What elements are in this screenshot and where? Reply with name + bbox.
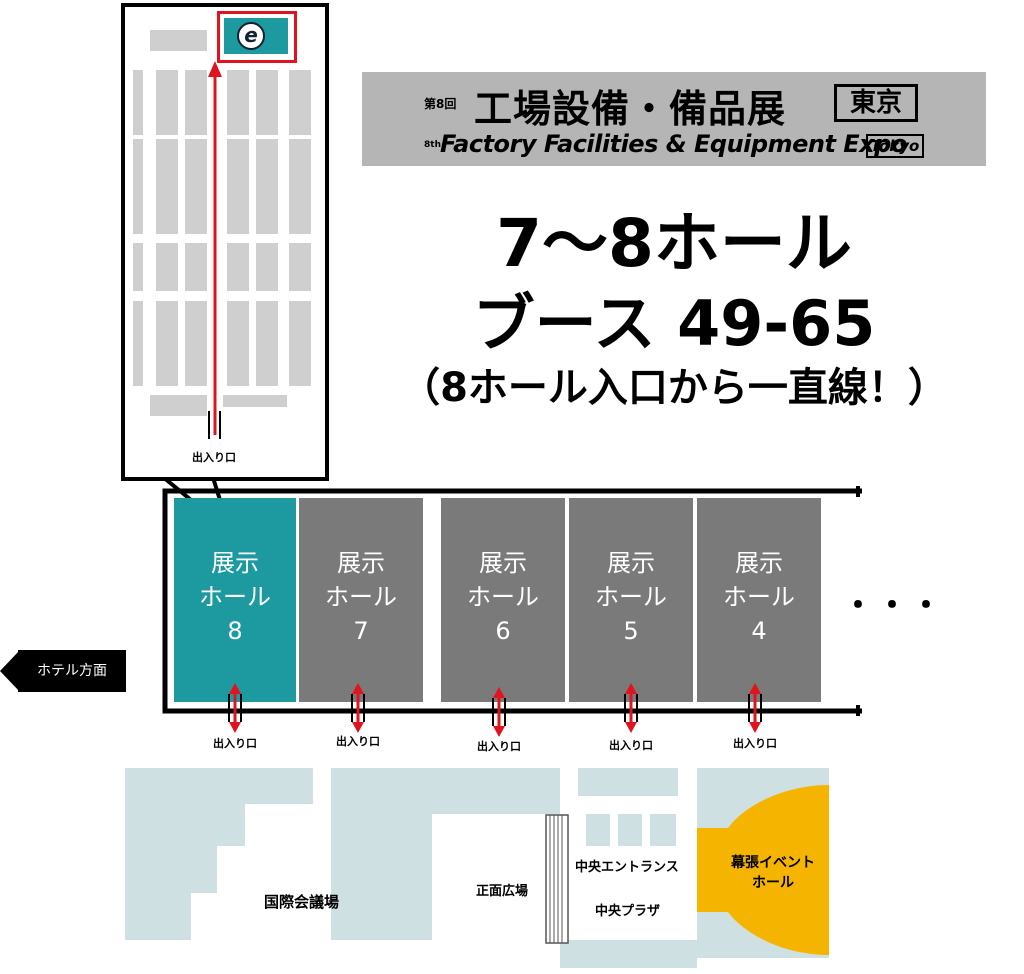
headline-note: （8ホール入口から一直線！） xyxy=(400,365,948,411)
hall-number: 7 xyxy=(353,617,369,645)
more-halls-ellipsis: ・・・ xyxy=(842,586,945,624)
banner-title-jp: 工場設備・備品展 xyxy=(474,87,787,131)
hall-subtitle: ホール xyxy=(723,583,795,611)
hall-number: 8 xyxy=(227,617,243,645)
hall-number: 5 xyxy=(623,617,639,645)
entrance-label-hall-8: 出入り口 xyxy=(213,737,257,750)
hall-number: 6 xyxy=(495,617,511,645)
hall-8[interactable]: 展示 ホール 8 xyxy=(174,498,296,702)
headline-halls: 7〜8ホール xyxy=(496,205,852,282)
banner-edition-jp: 第8回 xyxy=(424,97,457,111)
label-event-hall-line1: 幕張イベント xyxy=(731,855,815,871)
exhibitor-logo-icon: e xyxy=(237,22,265,50)
hall-subtitle: ホール xyxy=(467,583,539,611)
banner-title-en: Factory Facilities & Equipment Expo xyxy=(440,130,907,158)
banner-city-en: Tokyo xyxy=(866,134,924,158)
hall-title: 展示 xyxy=(211,549,259,577)
left-arrow-icon xyxy=(0,650,20,692)
entrance-label-hall-4: 出入り口 xyxy=(733,737,777,750)
hall-title: 展示 xyxy=(607,549,655,577)
hall-4[interactable]: 展示 ホール 4 xyxy=(697,498,821,702)
hall-title: 展示 xyxy=(337,549,385,577)
floorplan-booth-grid xyxy=(133,30,311,439)
banner-edition-en: 8th xyxy=(424,140,441,150)
entrance-label-hall-5: 出入り口 xyxy=(609,739,653,752)
callout-entrance-label: 出入り口 xyxy=(192,451,236,464)
hall-5[interactable]: 展示 ホール 5 xyxy=(569,498,693,702)
hall-title: 展示 xyxy=(479,549,527,577)
hall-title: 展示 xyxy=(735,549,783,577)
hall-subtitle: ホール xyxy=(595,583,667,611)
hall-number: 4 xyxy=(751,617,767,645)
target-booth-highlight xyxy=(217,11,297,63)
label-international-conference-hall: 国際会議場 xyxy=(264,893,340,911)
label-front-plaza: 正面広場 xyxy=(476,884,529,899)
hall-6[interactable]: 展示 ホール 6 xyxy=(441,498,565,702)
hotel-direction-sign: ホテル方面 xyxy=(18,650,126,692)
label-central-plaza: 中央プラザ xyxy=(595,904,661,919)
hall-subtitle: ホール xyxy=(325,583,397,611)
hall-subtitle: ホール xyxy=(199,583,271,611)
headline-booth: ブース 49-65 xyxy=(472,287,876,360)
label-central-entrance: 中央エントランス xyxy=(575,860,679,875)
label-event-hall-line2: ホール xyxy=(752,875,794,891)
entrance-label-hall-7: 出入り口 xyxy=(336,735,380,748)
entrance-label-hall-6: 出入り口 xyxy=(477,740,521,753)
hall-7[interactable]: 展示 ホール 7 xyxy=(299,498,423,702)
banner-city-jp: 東京 xyxy=(834,84,918,122)
